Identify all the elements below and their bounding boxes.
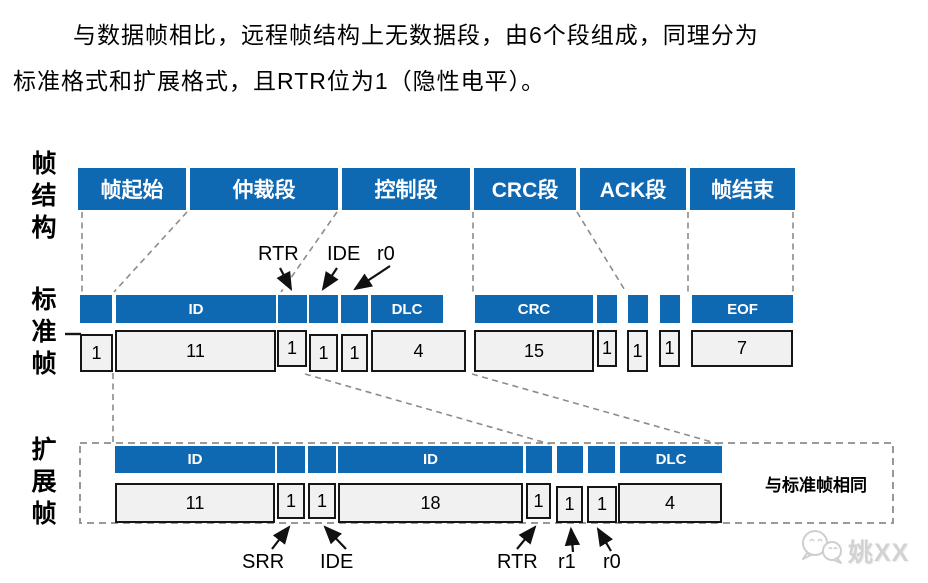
segment-frame-start: 帧起始 xyxy=(78,168,186,210)
r1-arrow xyxy=(564,526,581,553)
std-field-ack xyxy=(628,295,648,323)
std-field-eof: EOF xyxy=(692,295,793,323)
r0-arrow xyxy=(353,265,391,291)
same-as-standard-note: 与标准帧相同 xyxy=(765,476,867,495)
std-bits-crc: 15 xyxy=(474,330,594,372)
ext-field-ide xyxy=(308,446,336,473)
std-bits-crc-del: 1 xyxy=(597,330,617,367)
rtr2-arrow xyxy=(516,525,537,550)
leader-lines-structure-to-standard xyxy=(81,211,794,293)
segment-ack: ACK段 xyxy=(580,168,686,210)
ext-field-rtr xyxy=(526,446,552,473)
std-bits-ack-del: 1 xyxy=(659,330,680,367)
std-field-ide xyxy=(309,295,338,323)
ide-arrow xyxy=(321,267,339,291)
extended-anno-srr: SRR xyxy=(242,551,285,573)
extended-annotation-arrows xyxy=(271,525,614,553)
std-bits-id: 11 xyxy=(115,330,276,372)
ext-field-srr xyxy=(277,446,305,473)
ext-bits-rtr: 1 xyxy=(526,483,551,519)
segment-arbitration: 仲裁段 xyxy=(190,168,338,210)
segment-crc: CRC段 xyxy=(474,168,576,210)
ext-bits-ide: 1 xyxy=(308,483,336,519)
standard-annotation-arrows xyxy=(276,265,391,291)
std-bits-dlc: 4 xyxy=(371,330,466,372)
std-bits-ide: 1 xyxy=(309,334,338,372)
rtr-arrow xyxy=(276,267,293,291)
ide2-arrow xyxy=(323,525,347,550)
ext-field-r0 xyxy=(588,446,615,473)
std-field-r0 xyxy=(341,295,368,323)
standard-anno-ide: IDE xyxy=(327,243,361,265)
intro-text-line2: 标准格式和扩展格式，且RTR位为1（隐性电平）。 xyxy=(13,68,546,94)
std-bits-eof: 7 xyxy=(691,330,793,367)
segment-frame-end: 帧结束 xyxy=(690,168,795,210)
standard-anno-r0: r0 xyxy=(377,243,395,265)
std-field-ack-del xyxy=(660,295,680,323)
std-field-sof xyxy=(80,295,112,323)
segment-control: 控制段 xyxy=(342,168,470,210)
intro-text-line1: 与数据帧相比，远程帧结构上无数据段，由6个段组成，同理分为 xyxy=(73,22,759,48)
ext-bits-r0: 1 xyxy=(587,486,617,523)
ext-field-dlc: DLC xyxy=(620,446,722,473)
ext-bits-r1: 1 xyxy=(556,486,583,523)
extended-anno-r1: r1 xyxy=(558,551,576,573)
ext-bits-srr: 1 xyxy=(277,483,305,519)
ext-bits-id2: 18 xyxy=(338,483,523,523)
ext-field-r1 xyxy=(557,446,583,473)
ext-field-id1: ID xyxy=(115,446,275,473)
side-label-standard-frame: 标准帧 xyxy=(28,286,56,382)
extended-anno-r0: r0 xyxy=(603,551,621,573)
extended-anno-ide: IDE xyxy=(320,551,354,573)
extended-anno-rtr: RTR xyxy=(497,551,538,573)
side-label-extended-frame: 扩展帧 xyxy=(28,436,56,532)
ext-bits-dlc: 4 xyxy=(618,483,722,523)
wechat-icon xyxy=(802,530,842,564)
std-field-crc: CRC xyxy=(475,295,593,323)
leader-lines-standard-to-extended xyxy=(112,373,720,445)
srr-arrow xyxy=(271,525,291,550)
standard-anno-rtr: RTR xyxy=(258,243,299,265)
std-bits-r0: 1 xyxy=(341,334,368,372)
r0-2-arrow xyxy=(596,527,614,552)
ext-bits-id1: 11 xyxy=(115,483,275,523)
std-field-rtr xyxy=(278,295,307,323)
std-field-id: ID xyxy=(116,295,276,323)
std-bits-sof: 1 xyxy=(80,334,113,372)
watermark-text: 姚XX xyxy=(848,539,910,567)
std-field-dlc: DLC xyxy=(371,295,443,323)
std-field-crc-del xyxy=(597,295,617,323)
std-bits-rtr: 1 xyxy=(277,330,307,367)
ext-field-id2: ID xyxy=(338,446,523,473)
side-label-frame-structure: 帧结构 xyxy=(28,150,56,246)
std-bits-ack: 1 xyxy=(627,330,648,372)
